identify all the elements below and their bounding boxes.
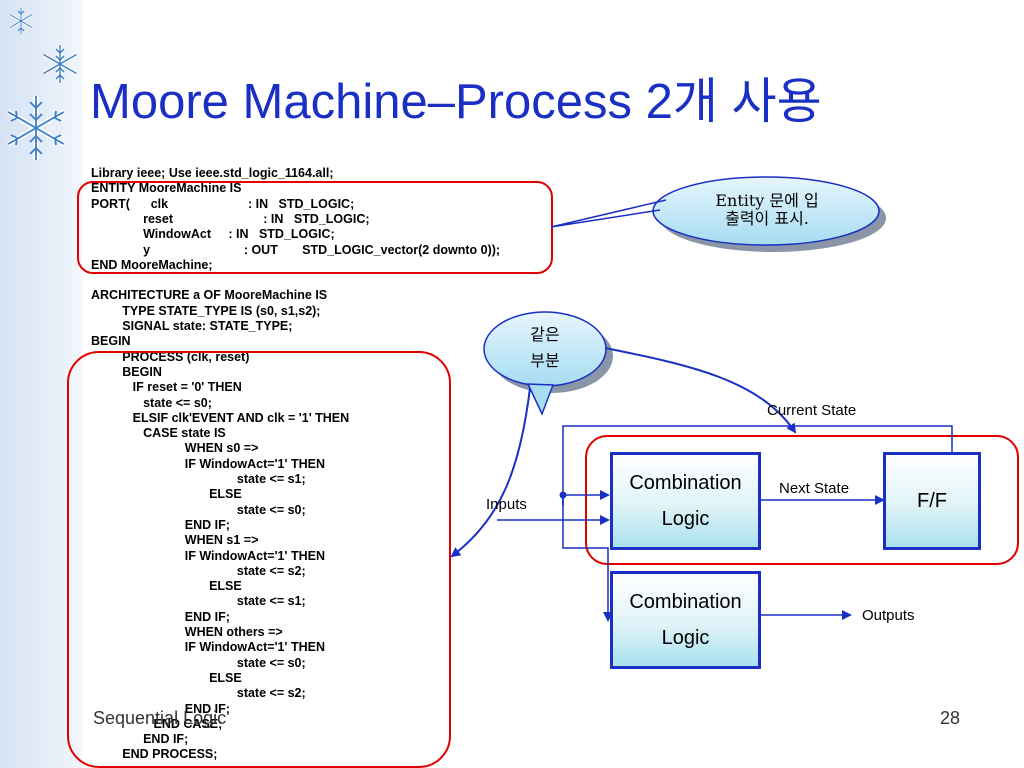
- next-state-label: Next State: [779, 480, 850, 497]
- footer-title: Sequential Logic: [93, 708, 227, 728]
- code-line: ELSE: [91, 487, 242, 502]
- code-line: IF WindowAct='1' THEN: [91, 640, 325, 655]
- code-line: state <= s1;: [91, 594, 306, 609]
- code-line: state <= s0;: [91, 502, 306, 517]
- current-state-line: [562, 425, 953, 505]
- code-line: WHEN s0 =>: [91, 441, 259, 456]
- code-line: WHEN s1 =>: [91, 533, 259, 548]
- snowflake-icon: [9, 8, 33, 34]
- code-line: ELSE: [91, 670, 242, 685]
- same-callout-text: 같은 부분: [505, 322, 585, 374]
- code-line: CASE state IS: [91, 426, 226, 441]
- page-number: 28: [940, 708, 961, 728]
- state-logic-highlight-box: [585, 435, 1019, 565]
- code-line: END MooreMachine;: [91, 257, 213, 272]
- snowflake-icon: [42, 45, 78, 83]
- snowflake-icon: [7, 96, 65, 160]
- same-callout-tail: [526, 383, 555, 416]
- inputs-to-output-logic-line: [562, 495, 613, 622]
- code-line: END IF;: [91, 517, 230, 532]
- code-line: END IF;: [91, 609, 230, 624]
- code-line: END PROCESS;: [91, 747, 218, 762]
- inputs-label: Inputs: [486, 496, 527, 513]
- code-line: state <= s2;: [91, 686, 306, 701]
- combination-logic-block-next-state: Combination Logic: [610, 452, 761, 550]
- code-line: ENTITY MooreMachine IS: [91, 181, 242, 196]
- same-callout-line2: 부분: [530, 351, 560, 370]
- entity-callout-pointer: [550, 199, 667, 228]
- block-label: Combination: [629, 591, 742, 613]
- code-line: WHEN others =>: [91, 625, 283, 639]
- code-line: y : OUT STD_LOGIC_vector(2 downto 0));: [91, 242, 501, 257]
- code-line: TYPE STATE_TYPE IS (s0, s1,s2);: [91, 303, 321, 318]
- entity-callout-line2: 출력이 표시.: [725, 209, 809, 228]
- code-line: ARCHITECTURE a OF MooreMachine IS: [91, 288, 328, 303]
- code-line: END CASE;: [91, 716, 223, 731]
- code-line: IF WindowAct='1' THEN: [91, 456, 325, 471]
- state-into-logic-line: [562, 490, 610, 505]
- code-line: state <= s1;: [91, 472, 306, 486]
- code-line: Library ieee; Use ieee.std_logic_1164.al…: [91, 166, 334, 180]
- flip-flop-block: F/F: [883, 452, 981, 550]
- curved-arrow-to-code: [450, 387, 531, 558]
- code-line: BEGIN: [91, 334, 131, 349]
- code-line: SIGNAL state: STATE_TYPE;: [91, 319, 293, 333]
- slide-title: Moore Machine–Process 2개 사용: [90, 75, 822, 129]
- entity-callout-line1: Entity 문에 입: [715, 191, 819, 210]
- current-state-label: Current State: [767, 402, 857, 419]
- code-line: IF WindowAct='1' THEN: [91, 548, 325, 563]
- code-line: IF reset = '0' THEN: [91, 380, 242, 395]
- code-line: PROCESS (clk, reset): [91, 349, 250, 364]
- code-line: reset : IN STD_LOGIC;: [91, 211, 370, 226]
- code-line: WindowAct : IN STD_LOGIC;: [91, 227, 335, 242]
- ff-label: F/F: [917, 489, 947, 512]
- code-line: state <= s0;: [91, 655, 306, 670]
- code-line: ELSIF clk'EVENT AND clk = '1' THEN: [91, 410, 350, 425]
- code-line: PORT( clk : IN STD_LOGIC;: [91, 196, 355, 211]
- entity-callout-text: Entity 문에 입 출력이 표시.: [672, 192, 862, 228]
- curved-arrow-to-diagram: [604, 347, 797, 434]
- combination-logic-block-output: Combination Logic: [610, 571, 761, 669]
- code-line: END IF;: [91, 732, 189, 747]
- outputs-label: Outputs: [862, 607, 915, 624]
- code-line: END IF;: [91, 701, 230, 716]
- code-line: state <= s2;: [91, 563, 306, 578]
- block-label: Logic: [661, 627, 710, 649]
- code-line: BEGIN: [91, 364, 162, 379]
- same-callout-line1: 같은: [530, 325, 560, 344]
- process-highlight-box: [67, 351, 451, 768]
- block-label: Logic: [661, 508, 710, 530]
- block-label: Combination: [629, 472, 742, 494]
- code-line: ELSE: [91, 579, 242, 594]
- code-line: state <= s0;: [91, 395, 212, 410]
